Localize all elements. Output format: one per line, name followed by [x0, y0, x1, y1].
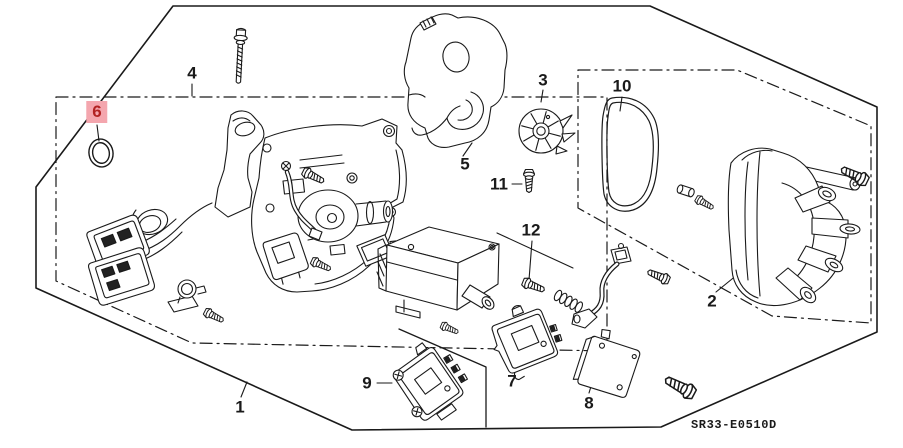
- diagram-code: SR33-E0510D: [691, 418, 777, 432]
- part-9-cover-drawing: [392, 342, 468, 421]
- part-label-7[interactable]: 7: [507, 371, 517, 391]
- part-label-1[interactable]: 1: [235, 397, 245, 417]
- part-label-9[interactable]: 9: [362, 373, 372, 393]
- part-3-fan-drawing: [518, 108, 576, 155]
- part-4-housing-assembly-drawing: [86, 110, 407, 326]
- part-label-10[interactable]: 10: [612, 76, 632, 96]
- part-label-2[interactable]: 2: [707, 291, 717, 311]
- part-12-screw-spring-drawing: [520, 275, 584, 313]
- part-9-boundary-line: [398, 328, 487, 428]
- part-4-boundary-box: [55, 96, 608, 352]
- harness-wire-drawing: [571, 242, 672, 329]
- loose-screw-drawing: [439, 320, 461, 337]
- part-label-3[interactable]: 3: [538, 70, 548, 90]
- part-2-boundary-box: [577, 69, 872, 324]
- coil-boundary-line: [496, 232, 574, 269]
- part-8-module-drawing: [572, 328, 699, 402]
- outer-border: [35, 5, 878, 431]
- part-10-seal-drawing: [601, 96, 660, 212]
- part-5-cover-drawing: [403, 13, 508, 148]
- part-11-bolt-drawing: [522, 168, 536, 194]
- spring-drawing: [553, 289, 584, 313]
- part-label-11[interactable]: 11: [490, 174, 508, 194]
- part-label-6-highlighted[interactable]: 6: [86, 101, 108, 123]
- part-6-o-ring-drawing: [88, 138, 114, 168]
- mounting-bolt-drawing: [233, 27, 248, 84]
- part-label-4[interactable]: 4: [187, 63, 197, 83]
- ignition-coil-drawing: [376, 226, 500, 319]
- part-label-5[interactable]: 5: [460, 154, 470, 174]
- part-2-distributor-cap-drawing: [675, 147, 872, 307]
- part-7-bracket-drawing: [491, 305, 563, 381]
- part-label-8[interactable]: 8: [584, 393, 594, 413]
- part-label-12[interactable]: 12: [521, 220, 541, 240]
